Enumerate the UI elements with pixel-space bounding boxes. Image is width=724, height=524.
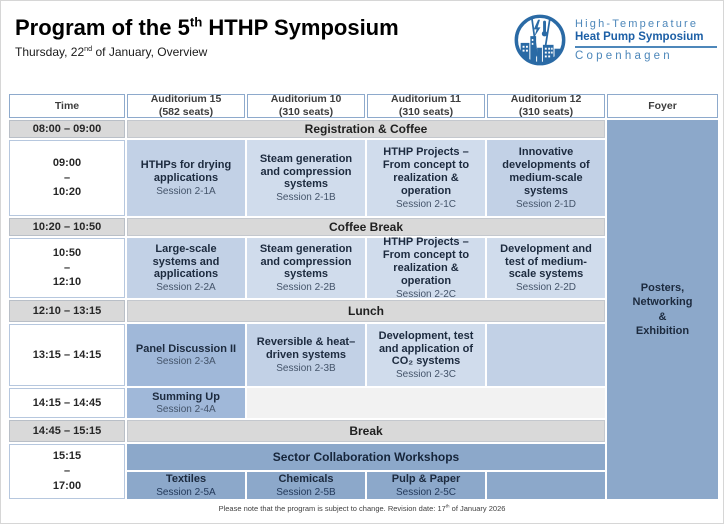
time-cell-lunch: 12:10 – 13:15 [9,300,125,322]
time-cell-afternoon1: 13:15 – 14:15 [9,324,125,386]
session-cell-2-5C: Pulp & Paper Session 2-5C [367,472,485,499]
lunch-cell: Lunch [127,300,605,322]
logo-divider [575,46,717,48]
page-title: Program of the 5th HTHP Symposium [15,14,399,40]
session-cell-2-3A: Panel Discussion II Session 2-3A [127,324,245,386]
session-cell-2-4A: Summing Up Session 2-4A [127,388,245,418]
city-lightning-thermometer-circle-icon [514,14,566,66]
session-cell-2-5B: Chemicals Session 2-5B [247,472,365,499]
sector-collaboration-workshops-header: Sector Collaboration Workshops [127,444,605,470]
logo-line-copenhagen: Copenhagen [575,50,673,62]
foyer-posters-networking-cell: Posters, Networking & Exhibition [607,120,718,499]
logo-line-heat-pump-symposium: Heat Pump Symposium [575,31,704,43]
empty-cell-auditorium-12-afternoon [487,324,605,386]
session-cell-2-2C: HTHP Projects – From concept to realizat… [367,236,485,300]
page-subtitle: Thursday, 22nd of January, Overview [15,44,208,59]
time-cell-break: 14:45 – 15:15 [9,420,125,442]
coffee-break-cell: Coffee Break [127,218,605,236]
column-header-auditorium-15: Auditorium 15 (582 seats) [127,93,245,118]
time-cell-morning2: 10:50 – 12:10 [9,238,125,298]
symposium-logo: High-Temperature Heat Pump Symposium Cop… [511,9,717,71]
time-cell-workshops: 15:15 – 17:00 [9,444,125,499]
session-cell-2-1C: HTHP Projects – From concept to realizat… [367,140,485,216]
break-cell: Break [127,420,605,442]
column-header-auditorium-10: Auditorium 10 (310 seats) [247,93,365,118]
column-header-auditorium-11: Auditorium 11 (310 seats) [367,93,485,118]
logo-text: High-Temperature Heat Pump Symposium Cop… [575,18,717,62]
time-cell-registration: 08:00 – 09:00 [9,120,125,138]
session-cell-2-2D: Development and test of medium-scale sys… [487,238,605,298]
session-cell-2-1B: Steam generation and compression systems… [247,140,365,216]
time-cell-summing-up: 14:15 – 14:45 [9,388,125,418]
column-header-auditorium-12: Auditorium 12 (310 seats) [487,93,605,118]
session-cell-2-5A: Textiles Session 2-5A [127,472,245,499]
session-cell-2-2B: Steam generation and compression systems… [247,238,365,298]
session-cell-2-3B: Reversible & heat–driven systems Session… [247,324,365,386]
session-cell-2-1A: HTHPs for drying applications Session 2-… [127,140,245,216]
session-cell-2-2A: Large-scale systems and applications Ses… [127,238,245,298]
column-header-foyer: Foyer [607,94,718,118]
time-cell-coffee-break: 10:20 – 10:50 [9,218,125,236]
program-schedule-table: Time Auditorium 15 (582 seats) Auditoriu… [9,93,718,499]
registration-coffee-cell: Registration & Coffee [127,120,605,138]
column-header-time: Time [9,94,125,118]
logo-line-high-temperature: High-Temperature [575,18,699,30]
revision-footnote: Please note that the program is subject … [218,503,506,513]
empty-cell-auditorium-12-workshops [487,472,605,499]
time-cell-morning1: 09:00 – 10:20 [9,140,125,216]
empty-merged-cell-summing-row [247,388,605,418]
session-cell-2-3C: Development, test and application of CO₂… [367,324,485,386]
session-cell-2-1D: Innovative developments of medium-scale … [487,140,605,216]
